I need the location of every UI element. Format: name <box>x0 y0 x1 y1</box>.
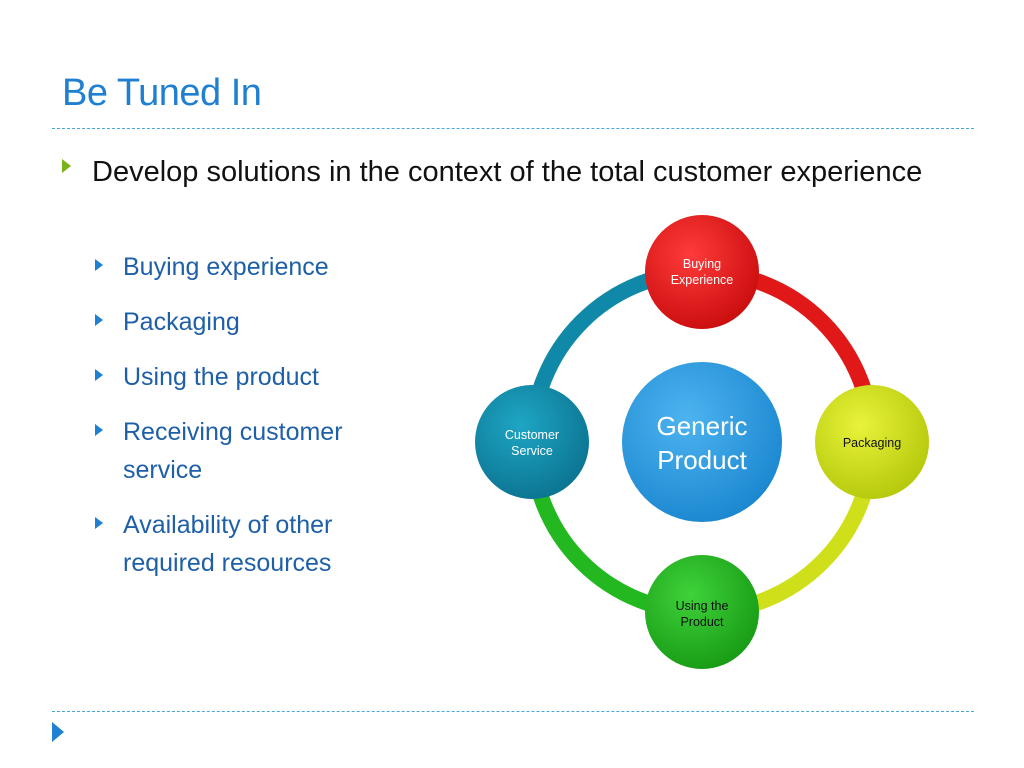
bullet-arrow-icon <box>62 159 71 173</box>
center-node-label-line1: Generic <box>656 411 747 441</box>
sub-bullet-arrow-icon <box>95 369 103 381</box>
node-buying-label-line1: Buying <box>683 257 721 271</box>
sub-bullet-arrow-icon <box>95 517 103 529</box>
sub-bullet-text: Using the product <box>123 363 319 391</box>
node-buying-experience <box>645 215 759 329</box>
sub-bullet: Availability of other required resources <box>95 506 395 582</box>
sub-bullet-text: Buying experience <box>123 253 329 281</box>
node-using-label-line1: Using the <box>676 599 729 613</box>
node-customer-service <box>475 385 589 499</box>
sub-bullet: Receiving customer service <box>95 413 395 489</box>
sub-bullet-text: Availability of other required resources <box>123 511 333 577</box>
sub-bullet-list: Buying experience Packaging Using the pr… <box>95 248 395 599</box>
node-using-product <box>645 555 759 669</box>
node-buying-label-line2: Experience <box>671 273 734 287</box>
bottom-divider <box>52 711 974 712</box>
sub-bullet: Using the product <box>95 358 395 396</box>
node-customer-label-line2: Service <box>511 444 553 458</box>
sub-bullet-arrow-icon <box>95 314 103 326</box>
slide-marker-icon <box>52 722 64 742</box>
node-packaging-label: Packaging <box>843 436 901 450</box>
center-node <box>622 362 782 522</box>
node-customer-label-line1: Customer <box>505 428 559 442</box>
main-bullet-text: Develop solutions in the context of the … <box>92 156 923 188</box>
main-bullet: Develop solutions in the context of the … <box>62 150 932 195</box>
sub-bullet-arrow-icon <box>95 259 103 271</box>
node-using-label-line2: Product <box>680 615 724 629</box>
node-packaging <box>815 385 929 499</box>
sub-bullet: Packaging <box>95 303 395 341</box>
center-node-label-line2: Product <box>657 445 747 475</box>
sub-bullet: Buying experience <box>95 248 395 286</box>
sub-bullet-text: Packaging <box>123 308 240 336</box>
sub-bullet-arrow-icon <box>95 424 103 436</box>
top-divider <box>52 128 974 129</box>
slide-title: Be Tuned In <box>62 72 262 114</box>
sub-bullet-text: Receiving customer service <box>123 418 343 484</box>
